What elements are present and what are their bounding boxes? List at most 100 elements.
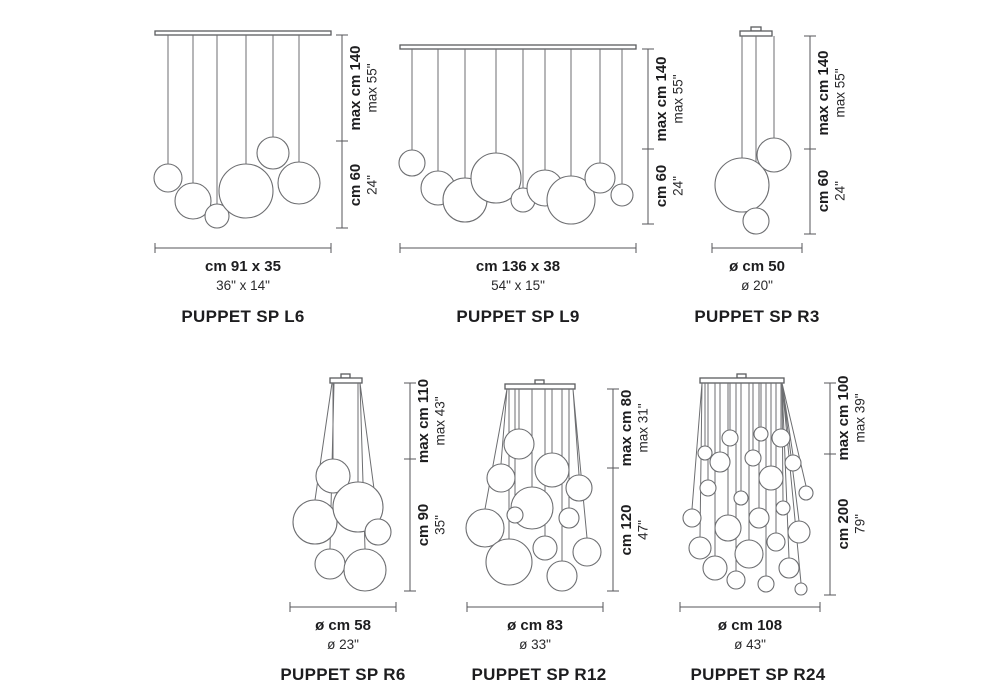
sphere <box>364 518 392 546</box>
sphere <box>398 149 426 177</box>
dim-drop-inches: 24" <box>833 181 848 201</box>
sphere <box>748 507 770 529</box>
stems <box>167 35 300 204</box>
dim-max-height-label: max cm 110 <box>415 379 432 463</box>
horizontal-dimension: ø cm 108 ø 43" <box>679 602 821 652</box>
sphere <box>709 451 731 473</box>
lamp-diagram-puppet-sp-r3: max cm 140 max 55" cm 60 24" ø cm 50 ø 2… <box>694 26 848 326</box>
canopy <box>154 30 332 36</box>
dim-max-height-inches: max 43" <box>433 396 448 445</box>
spheres-group <box>292 458 392 592</box>
spheres-group <box>465 428 602 592</box>
dim-max-height-label: max cm 140 <box>815 50 832 135</box>
dim-max-height-label: max cm 80 <box>618 390 635 467</box>
dim-drop-label: cm 120 <box>618 505 635 556</box>
sphere <box>753 426 769 442</box>
dim-max-height-inches: max 31" <box>636 403 651 452</box>
dim-max-height-inches: max 55" <box>671 74 686 123</box>
lamp-diagram-puppet-sp-r12: max cm 80 max 31" cm 120 47" ø cm 83 ø 3… <box>465 379 651 684</box>
lamp-title: PUPPET SP R6 <box>280 665 405 684</box>
spheres-group <box>714 137 792 235</box>
dim-max-height-label: max cm 140 <box>653 56 670 141</box>
sphere <box>766 532 786 552</box>
sphere <box>485 538 533 586</box>
lamp-title: PUPPET SP R3 <box>694 307 819 326</box>
lamp-diagram-puppet-sp-r24: max cm 100 max 39" cm 200 79" ø cm 108 ø… <box>679 373 868 684</box>
sphere <box>546 560 578 592</box>
vertical-dimension: max cm 140 max 55" cm 60 24" <box>336 34 380 229</box>
spheres-group <box>153 136 321 229</box>
spheres-group <box>398 149 634 225</box>
sphere <box>702 555 728 581</box>
lamp-title: PUPPET SP L9 <box>456 307 579 326</box>
sphere <box>688 536 712 560</box>
sphere <box>775 500 791 516</box>
dim-drop-label: cm 90 <box>415 504 432 547</box>
vertical-dimension: max cm 110 max 43" cm 90 35" <box>404 379 448 592</box>
sphere <box>256 136 290 170</box>
lamp-diagram-puppet-sp-l9: max cm 140 max 55" cm 60 24" cm 136 x 38… <box>398 44 686 326</box>
sphere <box>778 557 800 579</box>
dim-width-inches: ø 33" <box>519 637 551 652</box>
canopy <box>329 373 363 384</box>
sphere <box>734 539 764 569</box>
sphere <box>682 508 702 528</box>
dim-width-inches: ø 23" <box>327 637 359 652</box>
sphere <box>174 182 212 220</box>
dim-drop-label: cm 60 <box>815 170 832 213</box>
sphere <box>742 207 770 235</box>
sphere <box>546 175 596 225</box>
lamp-title: PUPPET SP R12 <box>472 665 607 684</box>
dim-drop-inches: 47" <box>636 520 651 540</box>
canopy <box>399 44 637 50</box>
sphere <box>534 452 570 488</box>
sphere <box>771 428 791 448</box>
sphere <box>218 163 274 219</box>
sphere <box>332 481 384 533</box>
horizontal-dimension: cm 136 x 38 54" x 15" <box>399 243 637 293</box>
horizontal-dimension: ø cm 58 ø 23" <box>289 602 397 652</box>
sphere <box>784 454 802 472</box>
sphere <box>292 499 338 545</box>
vertical-dimension: max cm 100 max 39" cm 200 79" <box>824 375 868 596</box>
sphere <box>798 485 814 501</box>
vertical-dimension: max cm 80 max 31" cm 120 47" <box>607 388 651 592</box>
horizontal-dimension: cm 91 x 35 36" x 14" <box>154 243 332 293</box>
sphere <box>314 548 346 580</box>
dim-drop-label: cm 200 <box>835 499 852 550</box>
canopy <box>739 26 773 37</box>
sphere <box>315 458 351 494</box>
sphere <box>532 535 558 561</box>
sphere <box>558 507 580 529</box>
horizontal-dimension: ø cm 83 ø 33" <box>466 602 604 652</box>
dim-drop-label: cm 60 <box>347 164 364 207</box>
lamp-diagram-puppet-sp-r6: max cm 110 max 43" cm 90 35" ø cm 58 ø 2… <box>280 373 448 684</box>
lamp-diagram-puppet-sp-l6: max cm 140 max 55" cm 60 24" cm 91 x 35 … <box>153 30 380 326</box>
sphere <box>486 463 516 493</box>
dim-max-height-label: max cm 140 <box>347 45 364 130</box>
sphere <box>506 506 524 524</box>
sphere <box>277 161 321 205</box>
sphere <box>756 137 792 173</box>
dim-width-label: ø cm 58 <box>315 617 371 634</box>
dim-drop-label: cm 60 <box>653 165 670 208</box>
dim-width-label: cm 136 x 38 <box>476 258 560 275</box>
dim-width-inches: ø 43" <box>734 637 766 652</box>
sphere <box>204 203 230 229</box>
sphere <box>697 445 713 461</box>
sphere <box>744 449 762 467</box>
sphere <box>757 575 775 593</box>
sphere <box>584 162 616 194</box>
sphere <box>153 163 183 193</box>
sphere <box>465 508 505 548</box>
vertical-dimension: max cm 140 max 55" cm 60 24" <box>804 35 848 235</box>
horizontal-dimension: ø cm 50 ø 20" <box>711 243 803 293</box>
dim-width-label: ø cm 108 <box>718 617 782 634</box>
sphere <box>610 183 634 207</box>
canopy <box>699 373 785 384</box>
lamp-title: PUPPET SP R24 <box>691 665 826 684</box>
lamp-title: PUPPET SP L6 <box>181 307 304 326</box>
sphere <box>726 570 746 590</box>
dim-width-inches: ø 20" <box>741 278 773 293</box>
sphere <box>470 152 522 204</box>
